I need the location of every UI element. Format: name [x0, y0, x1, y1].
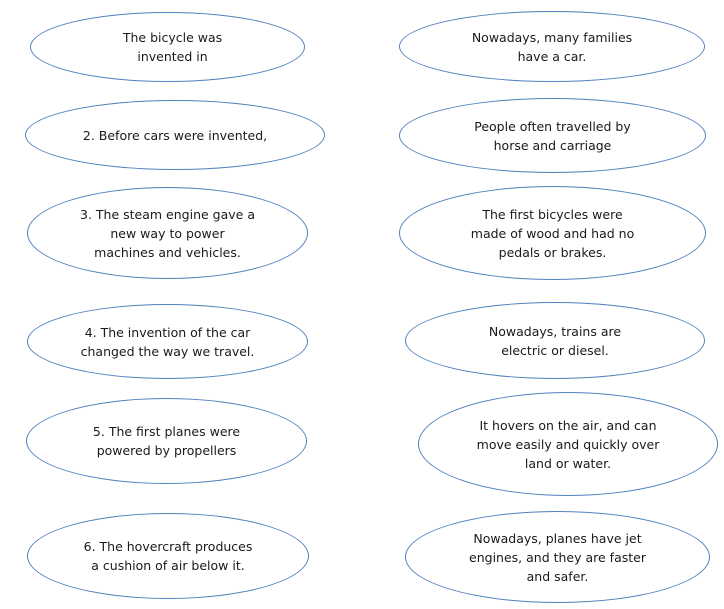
sentence-end-3: The first bicycles were made of wood and… — [399, 186, 706, 280]
sentence-start-6: 6. The hovercraft produces a cushion of … — [27, 513, 309, 599]
sentence-start-5: 5. The first planes were powered by prop… — [26, 398, 307, 484]
sentence-start-1-text: The bicycle was invented in — [122, 30, 223, 64]
sentence-start-1: The bicycle was invented in — [30, 12, 305, 82]
sentence-end-4-text: Nowadays, trains are electric or diesel. — [488, 323, 622, 358]
sentence-end-2-text: People often travelled by horse and carr… — [474, 118, 631, 153]
sentence-end-4: Nowadays, trains are electric or diesel. — [405, 302, 705, 379]
sentence-start-2: 2. Before cars were invented, — [25, 100, 325, 170]
sentence-start-3-text: 3. The steam engine gave a new way to po… — [80, 206, 255, 260]
sentence-end-1: Nowadays, many families have a car. — [399, 11, 705, 82]
sentence-start-3: 3. The steam engine gave a new way to po… — [27, 187, 308, 279]
sentence-start-2-text: 2. Before cars were invented, — [82, 127, 268, 143]
sentence-end-5-text: It hovers on the air, and can move easil… — [476, 417, 660, 471]
sentence-end-2: People often travelled by horse and carr… — [399, 98, 706, 173]
sentence-end-3-text: The first bicycles were made of wood and… — [470, 206, 635, 260]
sentence-start-4: 4. The invention of the car changed the … — [27, 304, 308, 379]
sentence-end-1-text: Nowadays, many families have a car. — [471, 29, 633, 64]
sentence-end-6: Nowadays, planes have jet engines, and t… — [405, 511, 710, 603]
sentence-end-5: It hovers on the air, and can move easil… — [418, 392, 718, 496]
sentence-start-5-text: 5. The first planes were powered by prop… — [92, 424, 241, 458]
sentence-start-6-text: 6. The hovercraft produces a cushion of … — [83, 539, 253, 573]
sentence-start-4-text: 4. The invention of the car changed the … — [80, 324, 255, 359]
sentence-end-6-text: Nowadays, planes have jet engines, and t… — [469, 530, 646, 584]
